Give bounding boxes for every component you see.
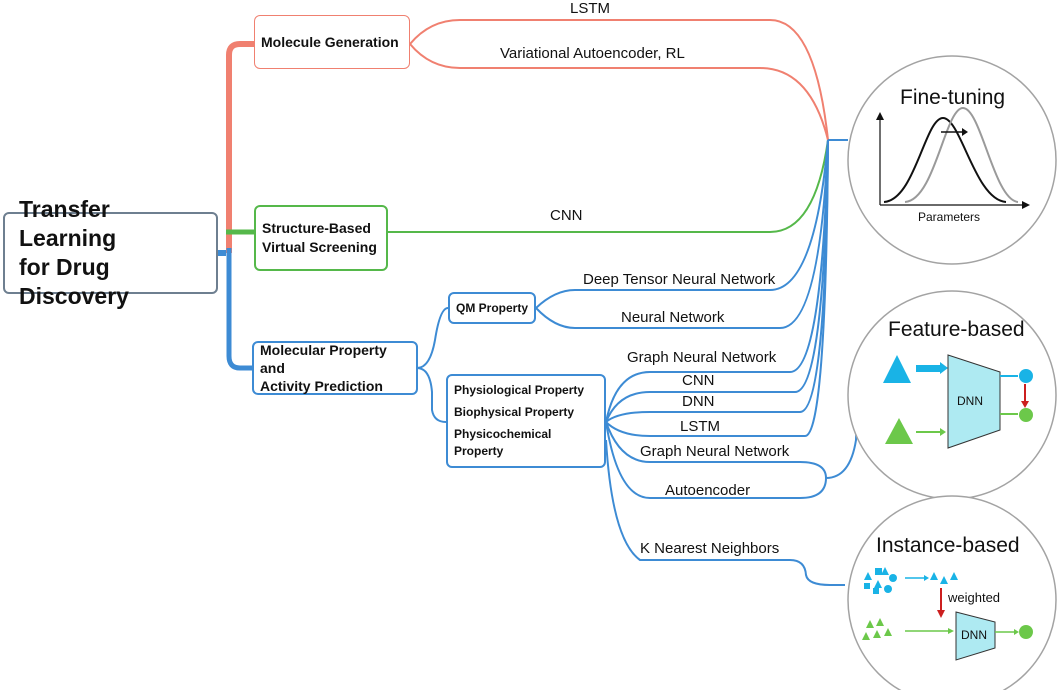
method-lstm-generation: LSTM xyxy=(570,0,611,17)
instance-dnn-shape xyxy=(955,611,996,661)
method-neural-network: Neural Network xyxy=(621,309,725,326)
finetuned-distribution xyxy=(904,106,1019,203)
root-title-line2: for Drug Discovery xyxy=(19,254,129,309)
source-instances xyxy=(864,567,897,594)
physicochemical-property-label: Physicochemical Property xyxy=(454,426,552,458)
method-autoencoder: Autoencoder xyxy=(665,482,751,499)
root-title-line1: Transfer Learning xyxy=(19,196,117,251)
method-cnn-2: CNN xyxy=(682,372,715,389)
method-lstm-2: LSTM xyxy=(680,418,721,435)
method-dtnn: Deep Tensor Neural Network xyxy=(583,271,776,288)
method-dnn: DNN xyxy=(682,393,715,410)
original-distribution xyxy=(883,116,1007,203)
molecular-property-line1: Molecular Property and xyxy=(260,342,387,376)
molecular-property-node: Molecular Property and Activity Predicti… xyxy=(252,341,418,395)
structure-based-node: Structure-Based Virtual Screening xyxy=(254,205,388,271)
weighted-instances xyxy=(930,572,958,584)
method-cnn-vs: CNN xyxy=(550,207,583,224)
molecule-generation-node: Molecule Generation xyxy=(254,15,410,69)
target-triangle xyxy=(885,418,913,444)
feature-dnn-label: DNN xyxy=(957,394,983,408)
structure-based-line2: Virtual Screening xyxy=(262,239,377,255)
fine-tuning-xlabel: Parameters xyxy=(918,210,981,224)
method-gnn-2: Graph Neural Network xyxy=(640,443,790,460)
structure-based-line1: Structure-Based xyxy=(262,220,371,236)
feature-based-title: Feature-based xyxy=(888,318,1025,341)
molecular-property-line2: Activity Prediction xyxy=(260,378,383,394)
instance-based-title: Instance-based xyxy=(876,534,1020,557)
qm-property-label: QM Property xyxy=(456,301,529,315)
method-knn: K Nearest Neighbors xyxy=(640,540,780,557)
qm-property-node: QM Property xyxy=(448,292,536,324)
physiological-property-label: Physiological Property xyxy=(454,383,585,398)
method-gnn-1: Graph Neural Network xyxy=(627,349,777,366)
source-triangle xyxy=(883,355,911,383)
property-group-node: Physiological Property Biophysical Prope… xyxy=(446,374,606,468)
fine-tuning-title: Fine-tuning xyxy=(900,86,1006,109)
instance-based-circle xyxy=(847,495,1057,690)
method-vae-rl: Variational Autoencoder, RL xyxy=(500,45,685,62)
weighted-label: weighted xyxy=(948,590,1001,605)
instance-dnn-label: DNN xyxy=(961,628,987,642)
target-instances xyxy=(862,618,892,640)
feature-dnn-shape xyxy=(947,354,1001,449)
root-node: Transfer Learning for Drug Discovery xyxy=(3,196,218,309)
biophysical-property-label: Biophysical Property xyxy=(454,404,575,419)
fine-tuning-circle xyxy=(847,55,1057,265)
molecule-generation-label: Molecule Generation xyxy=(261,34,399,50)
